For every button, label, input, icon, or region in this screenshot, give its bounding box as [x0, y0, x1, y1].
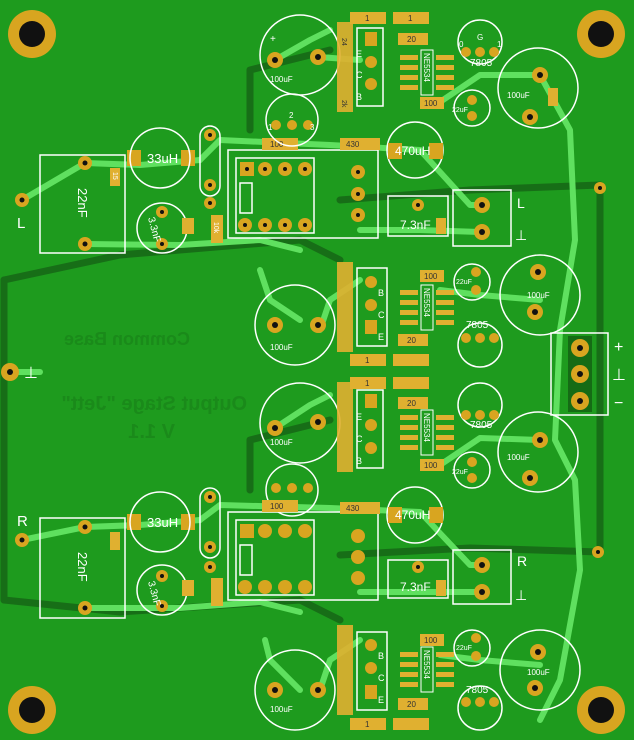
- pin-b-1: B: [356, 92, 362, 102]
- pin-c-3: C: [356, 434, 363, 444]
- regulator-1: 7805: [470, 58, 493, 69]
- regulator-2: 7805: [466, 320, 489, 331]
- opamp-2: NE5534: [422, 288, 431, 317]
- cap-22nf-right: 22nF: [75, 552, 90, 582]
- regulator-block-3: 100uF E C B 1 20 NE5534 100 7805 22uF 10…: [259, 377, 579, 517]
- left-channel-filter: 22nF 15 33uH 3.3nF 10k: [39, 125, 223, 254]
- res-15-left: 15: [111, 172, 118, 180]
- back-side-text: Common Base Output Stage "Jett" V 1.1: [61, 329, 247, 443]
- cap-100u-4: 100uF: [270, 705, 293, 714]
- back-text-line3: V 1.1: [128, 421, 175, 443]
- power-plus: +: [614, 339, 623, 356]
- res-100-3: 100: [424, 461, 438, 470]
- pin-b-3: B: [356, 456, 362, 466]
- inductor-left: 33uH: [147, 151, 178, 166]
- cap-470-right: 470uH: [395, 508, 430, 522]
- cap-100u-3: 100uF: [270, 438, 293, 447]
- input-label-left: L: [17, 215, 25, 232]
- cap-100u-2b: 100uF: [527, 291, 550, 300]
- cap-100u-1b: 100uF: [507, 91, 530, 100]
- res-100-left-a: 100: [270, 140, 284, 149]
- pin-g-1: G: [477, 33, 483, 42]
- back-text-line2: Output Stage "Jett": [61, 393, 247, 415]
- power-ground: ⊥: [612, 367, 626, 384]
- input-ground: ⊥: [24, 365, 38, 382]
- output-ground-left: ⊥: [515, 227, 527, 243]
- res-24-1: 24: [340, 38, 347, 46]
- res-1-1: 1: [365, 14, 370, 23]
- pin-c-2: C: [378, 310, 385, 320]
- pin-b-4: B: [378, 651, 384, 661]
- cap-470-left: 470uH: [395, 144, 430, 158]
- pin-i-1: 1: [497, 40, 502, 49]
- inductor-right: 33uH: [147, 515, 178, 530]
- res-20-3: 20: [407, 399, 416, 408]
- res-1-3: 1: [365, 379, 370, 388]
- cap-22u-2: 22uF: [456, 279, 472, 286]
- pin-b-2: B: [378, 288, 384, 298]
- right-channel-relay: 100 430: [227, 500, 380, 601]
- regulator-block-2: 100uF B C E 1 100 20 NE5534 22uF 7805 10…: [254, 254, 581, 368]
- res-20-4: 20: [407, 700, 416, 709]
- regulator-block-1: 100uF + 1 2 3 24 2k E C B 1 1 20 NE5534 …: [259, 12, 579, 147]
- cap-22u-3: 22uF: [452, 469, 468, 476]
- input-pads: L ⊥ R: [1, 193, 38, 547]
- cap-100u-4b: 100uF: [527, 668, 550, 677]
- left-channel-relay: 100 430: [227, 138, 380, 239]
- res-1-1b: 1: [408, 14, 413, 23]
- opamp-1: NE5534: [422, 53, 431, 82]
- pin-o-1: 0: [459, 40, 464, 49]
- output-label-right: R: [517, 553, 527, 569]
- cap-22u-1: 22uF: [452, 107, 468, 114]
- res-20-2: 20: [407, 336, 416, 345]
- output-label-left: L: [517, 195, 525, 211]
- res-100-4: 100: [424, 636, 438, 645]
- power-connector: + ⊥ −: [550, 182, 626, 558]
- res-100-1: 100: [424, 99, 438, 108]
- opamp-3: NE5534: [422, 413, 431, 442]
- res-10k-left: 10k: [212, 222, 219, 234]
- cap-100u-3b: 100uF: [507, 453, 530, 462]
- res-1-4: 1: [365, 720, 370, 729]
- pin-c-1: C: [356, 70, 363, 80]
- cap-7n3-left: 7.3nF: [400, 218, 431, 232]
- cap-22u-4: 22uF: [456, 645, 472, 652]
- output-ground-right: ⊥: [515, 587, 527, 603]
- pin3-1: 3: [310, 123, 315, 132]
- regulator-block-4: 100uF B C E 1 100 20 NE5534 22uF 7805 10…: [254, 625, 581, 731]
- res-430-right: 430: [346, 504, 360, 513]
- regulator-4: 7805: [466, 685, 489, 696]
- res-1-2: 1: [365, 356, 370, 365]
- pin1-1: 1: [268, 123, 273, 132]
- plus-1: +: [270, 34, 276, 45]
- cap-100u-1: 100uF: [270, 75, 293, 84]
- cap-100u-2: 100uF: [270, 343, 293, 352]
- pin2-1: 2: [289, 111, 294, 120]
- res-20-1: 20: [407, 35, 416, 44]
- input-label-right: R: [17, 513, 28, 530]
- opamp-4: NE5534: [422, 650, 431, 679]
- right-channel-output: 470uH 7.3nF R ⊥: [386, 486, 527, 605]
- pin-e-2: E: [378, 332, 384, 342]
- pin-e-4: E: [378, 695, 384, 705]
- left-channel-output: 470uH 7.3nF L ⊥: [386, 121, 527, 247]
- cap-22nf-left: 22nF: [75, 188, 90, 218]
- regulator-3: 7805: [470, 420, 493, 431]
- power-minus: −: [614, 395, 623, 412]
- pin-c-4: C: [378, 673, 385, 683]
- back-text-line1: Common Base: [64, 329, 190, 349]
- res-100-right-a: 100: [270, 502, 284, 511]
- res-2k-1: 2k: [340, 100, 347, 108]
- res-100-2: 100: [424, 272, 438, 281]
- res-430-left: 430: [346, 140, 360, 149]
- pin-e-1: E: [356, 49, 362, 59]
- cap-7n3-right: 7.3nF: [400, 580, 431, 594]
- mounting-holes: [8, 10, 625, 734]
- pin-e-3: E: [356, 412, 362, 422]
